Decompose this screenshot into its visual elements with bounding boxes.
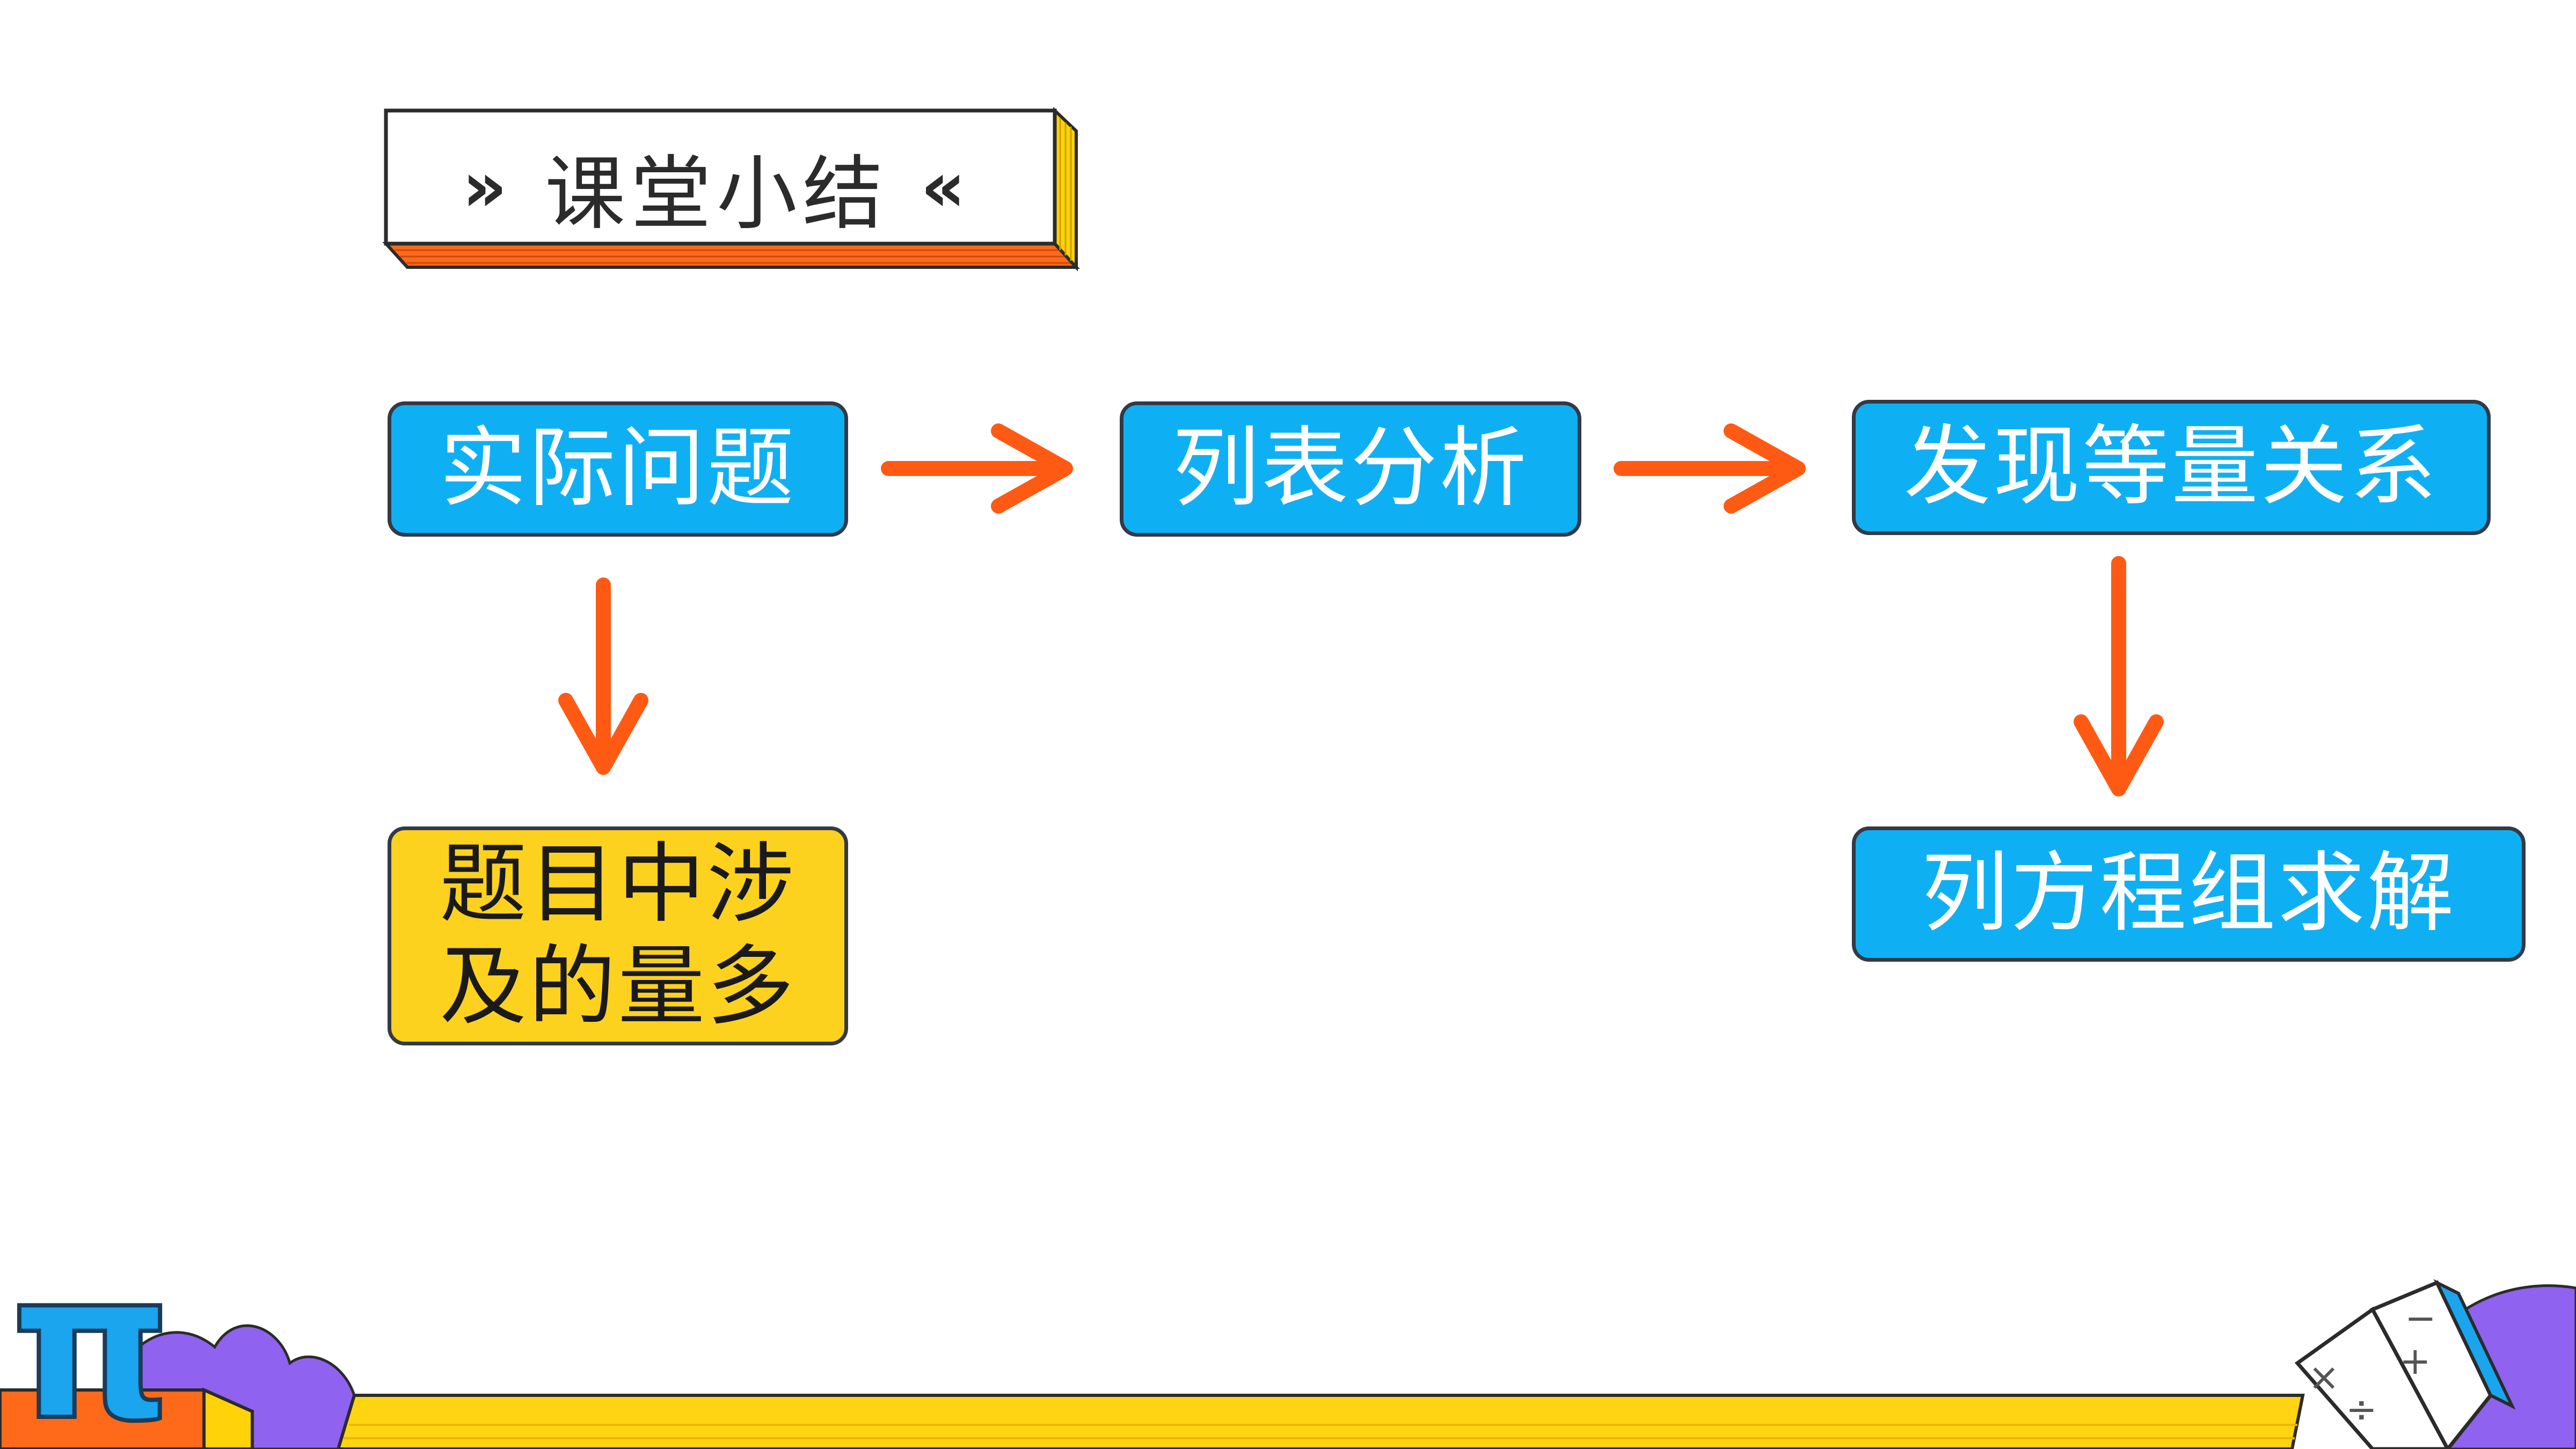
title-banner: » 课堂小结 « <box>378 107 1082 274</box>
flow-step-table-analysis: 列表分析 <box>1120 401 1581 537</box>
flow-step-label: 列表分析 <box>1172 418 1529 519</box>
flow-step-solve-equations: 列方程组求解 <box>1852 826 2526 962</box>
bottom-yellow-band <box>336 1394 2305 1449</box>
svg-text:+: + <box>2399 1339 2431 1383</box>
flow-note-many-quantities: 题目中涉及的量多 <box>388 826 848 1045</box>
svg-text:π: π <box>11 1227 172 1449</box>
page-title: 课堂小结 <box>544 147 888 241</box>
svg-text:÷: ÷ <box>2346 1387 2377 1431</box>
flow-step-label: 实际问题 <box>440 418 796 519</box>
orange-cube-icon <box>0 1387 254 1449</box>
flow-step-actual-problem: 实际问题 <box>388 401 848 537</box>
arrow-right-1 <box>881 423 1073 514</box>
double-chevron-left-icon: « <box>921 146 971 228</box>
flow-step-label: 发现等量关系 <box>1904 416 2439 518</box>
svg-text:×: × <box>2308 1355 2340 1399</box>
open-book-icon: − + × ÷ <box>2294 1279 2516 1449</box>
svg-text:−: − <box>2405 1296 2436 1340</box>
double-chevron-right-icon: » <box>462 146 513 228</box>
flow-step-label: 列方程组求解 <box>1921 843 2456 945</box>
title-banner-frame <box>382 107 1080 272</box>
flow-step-find-equal-relation: 发现等量关系 <box>1852 400 2491 535</box>
arrow-down-1 <box>558 577 648 775</box>
flow-note-label: 题目中涉及的量多 <box>440 833 796 1037</box>
title-text-row: » 课堂小结 « <box>419 133 1015 241</box>
arrow-down-2 <box>2074 556 2164 796</box>
arrow-right-2 <box>1614 423 1806 514</box>
pi-icon: π <box>9 1225 174 1449</box>
